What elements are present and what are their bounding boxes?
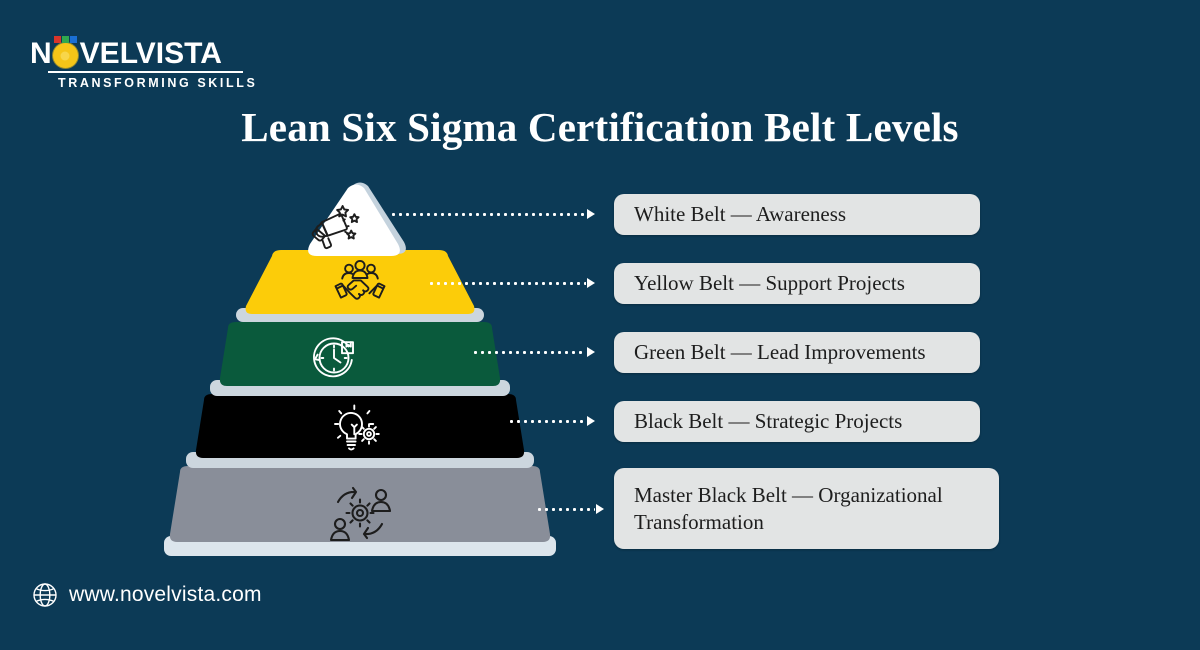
tier-shape-yellow-belt (245, 250, 475, 314)
label-yellow-belt-text: Yellow Belt — Support Projects (634, 271, 905, 296)
label-master-black-belt-text: Master Black Belt — Organizational Trans… (634, 482, 943, 534)
novelvista-logo: N VELVISTA TRANSFORMING SKILLS (30, 36, 255, 90)
label-master-black-belt[interactable]: Master Black Belt — Organizational Trans… (614, 468, 999, 549)
globe-icon (33, 583, 57, 607)
connector-white-belt (390, 208, 595, 220)
clock-package-icon (313, 337, 354, 378)
footer-url[interactable]: www.novelvista.com (69, 583, 262, 606)
connector-green-belt (472, 346, 595, 358)
label-green-belt[interactable]: Green Belt — Lead Improvements (614, 332, 980, 373)
tier-shape-master-black-belt (169, 466, 551, 542)
footer: www.novelvista.com (32, 582, 262, 608)
label-white-belt-text: White Belt — Awareness (634, 202, 847, 227)
tier-shape-black-belt (195, 394, 525, 458)
logo-pixel-squares-icon (53, 36, 77, 43)
page-title: Lean Six Sigma Certification Belt Levels (241, 104, 959, 150)
lightbulb-gear-icon (334, 404, 380, 451)
logo-letters-velvista: VELVISTA (79, 37, 222, 70)
logo-sun-o-icon (53, 36, 79, 67)
handshake-team-icon (334, 259, 386, 300)
label-black-belt-text: Black Belt — Strategic Projects (634, 409, 903, 434)
label-yellow-belt[interactable]: Yellow Belt — Support Projects (614, 263, 980, 304)
label-white-belt[interactable]: White Belt — Awareness (614, 194, 980, 235)
megaphone-stars-icon (311, 205, 360, 250)
gear-people-transformation-icon (329, 486, 392, 542)
label-black-belt[interactable]: Black Belt — Strategic Projects (614, 401, 980, 442)
logo-tagline: TRANSFORMING SKILLS (58, 76, 258, 90)
logo-letter-n: N (30, 37, 52, 70)
logo-wordmark: N VELVISTA (30, 36, 245, 70)
connector-black-belt (508, 415, 595, 427)
connector-master-black-belt (536, 503, 604, 515)
logo-divider (48, 71, 243, 73)
pyramid-diagram (150, 180, 570, 560)
tier-shape-green-belt (219, 322, 501, 386)
label-green-belt-text: Green Belt — Lead Improvements (634, 340, 926, 365)
connector-yellow-belt (428, 277, 595, 289)
